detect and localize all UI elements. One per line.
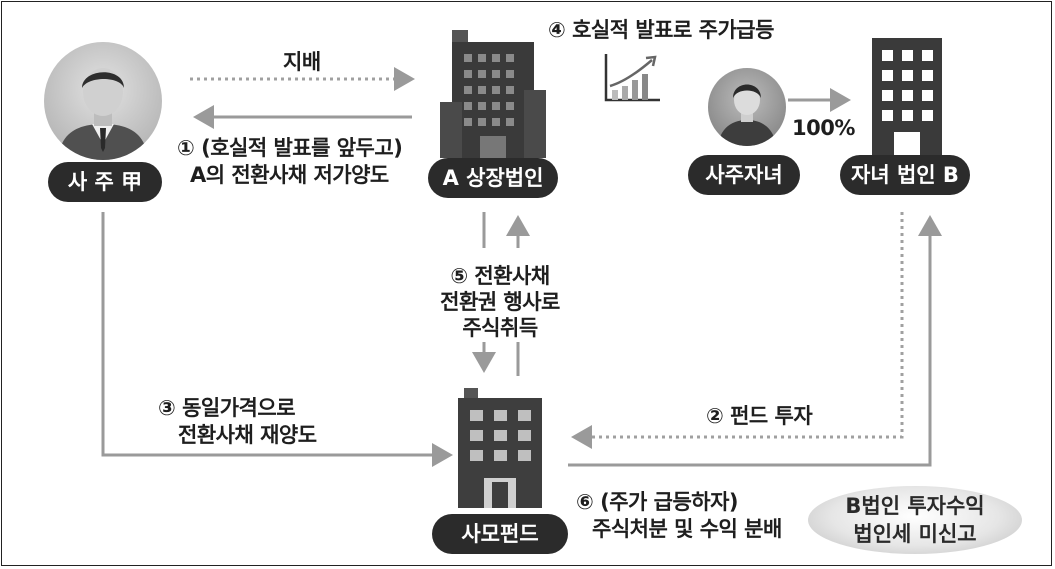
step6-label-line1: ⑥ (주가 급등하자)	[576, 490, 739, 514]
step5-label-line2: 전환권 행사로	[410, 286, 590, 316]
step5-label-line3: 주식취득	[410, 312, 590, 342]
ownership-label: 100%	[792, 116, 855, 140]
office-tower-icon	[872, 38, 942, 156]
step3-arrow	[101, 212, 453, 467]
step5-label-line1: ⑤ 전환사채	[410, 260, 590, 290]
step3-label-line1: ③ 동일가격으로	[158, 396, 296, 420]
office-building-icon	[438, 30, 548, 160]
rising-chart-icon	[602, 52, 662, 104]
young-man-avatar-icon	[708, 68, 786, 146]
step2-arrow	[571, 212, 904, 449]
control-label: 지배	[283, 50, 321, 74]
step3-label-line2: 전환사채 재양도	[178, 423, 317, 447]
company-b-label: 자녀 법인 B	[840, 155, 970, 195]
tax-note-line1: B법인 투자수익	[845, 494, 985, 518]
fund-building-icon	[454, 388, 546, 508]
step6-arrow	[568, 215, 942, 467]
step2-label: ② 펀드 투자	[706, 404, 813, 428]
step6-label-line2: 주식처분 및 수익 분배	[592, 517, 782, 541]
fund-label: 사모펀드	[432, 514, 568, 554]
step1-label-line1: ① (호실적 발표를 앞두고)	[177, 136, 403, 160]
tax-note-oval: B법인 투자수익 법인세 미신고	[808, 486, 1022, 554]
owner-label: 사 주 甲	[48, 162, 162, 202]
tax-note-line2: 법인세 미신고	[853, 522, 977, 546]
step4-label: ④ 호실적 발표로 주가급등	[548, 18, 774, 42]
step1-label-line2: A의 전환사채 저가양도	[190, 163, 389, 187]
child-label: 사주자녀	[688, 155, 800, 195]
businessman-avatar-icon	[44, 42, 162, 160]
company-a-label: A 상장법인	[428, 158, 558, 198]
